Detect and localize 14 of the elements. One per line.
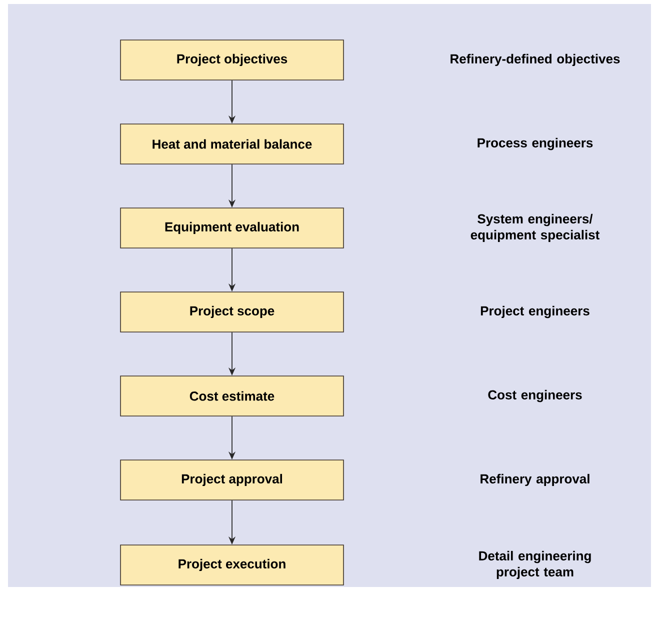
process-box: Cost estimate: [120, 376, 344, 416]
role-label: Project engineers: [480, 306, 590, 318]
role-label: Cost engineers: [488, 390, 582, 402]
role-label: System engineers/ equipment specialist: [470, 214, 600, 242]
process-box: Equipment evaluation: [120, 208, 344, 248]
role-label: Process engineers: [478, 138, 593, 150]
process-box: Project scope: [120, 292, 344, 332]
role-label: Refinery approval: [480, 474, 590, 486]
process-box: Project execution: [120, 544, 344, 586]
process-box: Project objectives: [120, 40, 344, 80]
process-box: Heat and material balance: [120, 124, 344, 164]
role-label: Refinery-defined objectives: [450, 54, 620, 66]
process-box: Project approval: [120, 460, 344, 500]
role-label: Detail engineering project team: [479, 550, 591, 580]
